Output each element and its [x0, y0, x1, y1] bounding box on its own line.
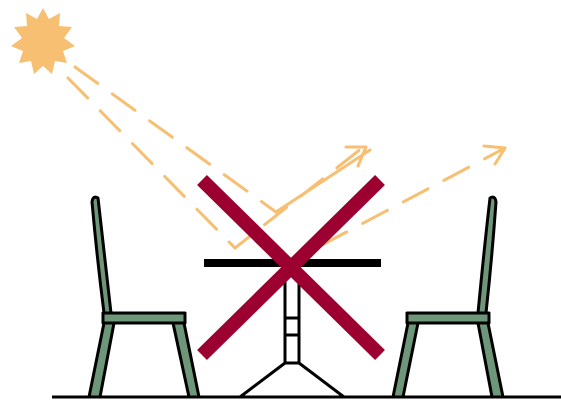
table-base-left: [240, 363, 285, 397]
right-chair: [393, 197, 503, 397]
right-chair-backrest: [478, 197, 496, 313]
sun-star-shape: [11, 8, 75, 74]
right-chair-front-leg: [478, 323, 503, 397]
left-chair: [89, 197, 199, 397]
table-base-right: [299, 363, 344, 397]
sun-icon: [11, 8, 75, 74]
ray-1-path: [68, 78, 362, 248]
left-chair-front-leg: [89, 323, 114, 397]
right-chair-back-leg: [393, 323, 418, 397]
left-chair-backrest: [92, 197, 111, 313]
left-chair-back-leg: [173, 323, 199, 397]
ray-2-path: [75, 67, 276, 212]
right-chair-seat: [407, 313, 489, 323]
left-chair-seat: [103, 313, 185, 323]
sunlight-rays: [68, 67, 505, 248]
